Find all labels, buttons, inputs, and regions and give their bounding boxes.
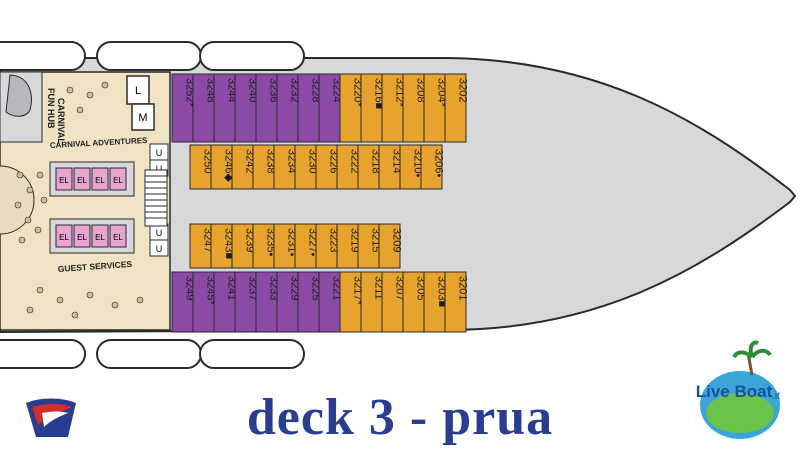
carnival-label: CARNIVAL bbox=[56, 98, 66, 144]
cabin-3211[interactable]: 3211 bbox=[360, 271, 385, 333]
cabin-3237[interactable]: 3237 bbox=[234, 271, 259, 333]
deck-title: deck 3 - prua bbox=[246, 389, 554, 446]
service-mark-U-3: U bbox=[156, 228, 163, 238]
service-box-M bbox=[131, 103, 155, 131]
cabin-3226[interactable]: 3226 bbox=[315, 144, 340, 190]
cabin-3244[interactable]: 3244 bbox=[213, 73, 238, 143]
elevator-label: EL bbox=[113, 176, 123, 185]
cabin-3223[interactable]: 3223 bbox=[315, 223, 340, 269]
elevator-bank-bottom: EL EL EL EL bbox=[49, 218, 135, 254]
cabin-number: 3202 bbox=[457, 78, 469, 102]
cabin-3212[interactable]: 3212* bbox=[381, 73, 406, 143]
cabin-3252[interactable]: 3252* bbox=[171, 73, 196, 143]
elevator-label: EL bbox=[113, 233, 123, 242]
lifeboats-top bbox=[0, 41, 305, 71]
cabin-3214[interactable]: 3214 bbox=[378, 144, 403, 190]
service-mark-L: L bbox=[135, 85, 141, 97]
cabin-3239[interactable]: 3239 bbox=[231, 223, 256, 269]
cabin-3201[interactable]: 3201 bbox=[444, 271, 469, 333]
service-mark-U-1: U bbox=[156, 148, 163, 158]
elevator bbox=[73, 167, 91, 191]
cabin-3242[interactable]: 3242 bbox=[231, 144, 256, 190]
cabin-3234[interactable]: 3234 bbox=[273, 144, 298, 190]
cabin-3216[interactable]: 3216■ bbox=[360, 73, 385, 143]
cabin-3243[interactable]: 3243■ bbox=[210, 223, 235, 269]
cabin-3210[interactable]: 3210• bbox=[399, 144, 424, 190]
cabin-3240[interactable]: 3240 bbox=[234, 73, 259, 143]
service-mark-M: M bbox=[138, 112, 147, 124]
service-mark-U-4: U bbox=[156, 244, 163, 254]
lounge-circle bbox=[0, 165, 35, 235]
cabin-3241[interactable]: 3241 bbox=[213, 271, 238, 333]
lifeboats-bottom bbox=[0, 339, 305, 369]
elevator-bank-top: EL EL EL EL bbox=[49, 161, 135, 197]
cabin-3204[interactable]: 3204* bbox=[423, 73, 448, 143]
cabin-3230[interactable]: 3230 bbox=[294, 144, 319, 190]
site-logo-suffix: .it bbox=[772, 391, 780, 402]
cabin-3221[interactable]: 3221 bbox=[318, 271, 343, 333]
service-mark-U-2: U bbox=[156, 164, 163, 174]
cabin-3219[interactable]: 3219 bbox=[336, 223, 361, 269]
cabin-3227[interactable]: 3227• bbox=[294, 223, 319, 269]
cabin-3245[interactable]: 3245* bbox=[192, 271, 217, 333]
elevator bbox=[91, 224, 109, 248]
cabin-3238[interactable]: 3238 bbox=[252, 144, 277, 190]
elevator-label: EL bbox=[59, 233, 69, 242]
cabin-3231[interactable]: 3231• bbox=[273, 223, 298, 269]
cabin-3235[interactable]: 3235• bbox=[252, 223, 277, 269]
site-logo-text: Live Boat bbox=[696, 382, 773, 401]
cabin-3205[interactable]: 3205 bbox=[402, 271, 427, 333]
cabin-box bbox=[444, 73, 467, 143]
elevator bbox=[109, 167, 127, 191]
elevator bbox=[55, 167, 73, 191]
cabin-box bbox=[378, 223, 401, 269]
cabin-3248[interactable]: 3248 bbox=[192, 73, 217, 143]
fun-hub-label: FUN HUB bbox=[46, 88, 56, 129]
cabin-3208[interactable]: 3208 bbox=[402, 73, 427, 143]
cabin-3233[interactable]: 3233 bbox=[255, 271, 280, 333]
cabin-3209[interactable]: 3209 bbox=[378, 223, 403, 269]
cabin-3250[interactable]: 3250 bbox=[189, 144, 214, 190]
elevator-label: EL bbox=[95, 233, 105, 242]
elevator-label: EL bbox=[95, 176, 105, 185]
cabin-3222[interactable]: 3222 bbox=[336, 144, 361, 190]
cabin-3236[interactable]: 3236 bbox=[255, 73, 280, 143]
cabin-box bbox=[444, 271, 467, 333]
cabin-3202[interactable]: 3202 bbox=[444, 73, 469, 143]
cabin-3218[interactable]: 3218 bbox=[357, 144, 382, 190]
cabin-3207[interactable]: 3207 bbox=[381, 271, 406, 333]
elevator bbox=[91, 167, 109, 191]
elevator bbox=[109, 224, 127, 248]
cabin-3225[interactable]: 3225 bbox=[297, 271, 322, 333]
cabin-3232[interactable]: 3232 bbox=[276, 73, 301, 143]
cabin-number: 3209 bbox=[391, 228, 403, 252]
cabin-box bbox=[420, 144, 443, 190]
cabin-3229[interactable]: 3229 bbox=[276, 271, 301, 333]
cabin-3249[interactable]: 3249 bbox=[171, 271, 196, 333]
cabin-3203[interactable]: 3203■ bbox=[423, 271, 448, 333]
live-boat-logo: Live Boat .it bbox=[696, 340, 780, 439]
elevator bbox=[55, 224, 73, 248]
cabin-3224[interactable]: 3224 bbox=[318, 73, 343, 143]
service-box-U-4 bbox=[149, 239, 169, 257]
grey-blob bbox=[5, 74, 32, 117]
cabin-3217[interactable]: 3217* bbox=[339, 271, 364, 333]
elevator-label: EL bbox=[77, 176, 87, 185]
elevator-label: EL bbox=[77, 233, 87, 242]
cabin-3246[interactable]: 3246◆ bbox=[210, 144, 235, 190]
elevator bbox=[73, 224, 91, 248]
cabin-3220[interactable]: 3220* bbox=[339, 73, 364, 143]
carnival-funnel-logo bbox=[26, 398, 76, 437]
cabin-number: 3206• bbox=[433, 149, 445, 177]
cabin-3247[interactable]: 3247 bbox=[189, 223, 214, 269]
cabin-number: 3201 bbox=[457, 276, 469, 300]
cabin-3215[interactable]: 3215 bbox=[357, 223, 382, 269]
staircase bbox=[144, 169, 168, 227]
cabin-3206[interactable]: 3206• bbox=[420, 144, 445, 190]
cabin-3228[interactable]: 3228 bbox=[297, 73, 322, 143]
elevator-label: EL bbox=[59, 176, 69, 185]
furniture-dots bbox=[14, 81, 144, 319]
